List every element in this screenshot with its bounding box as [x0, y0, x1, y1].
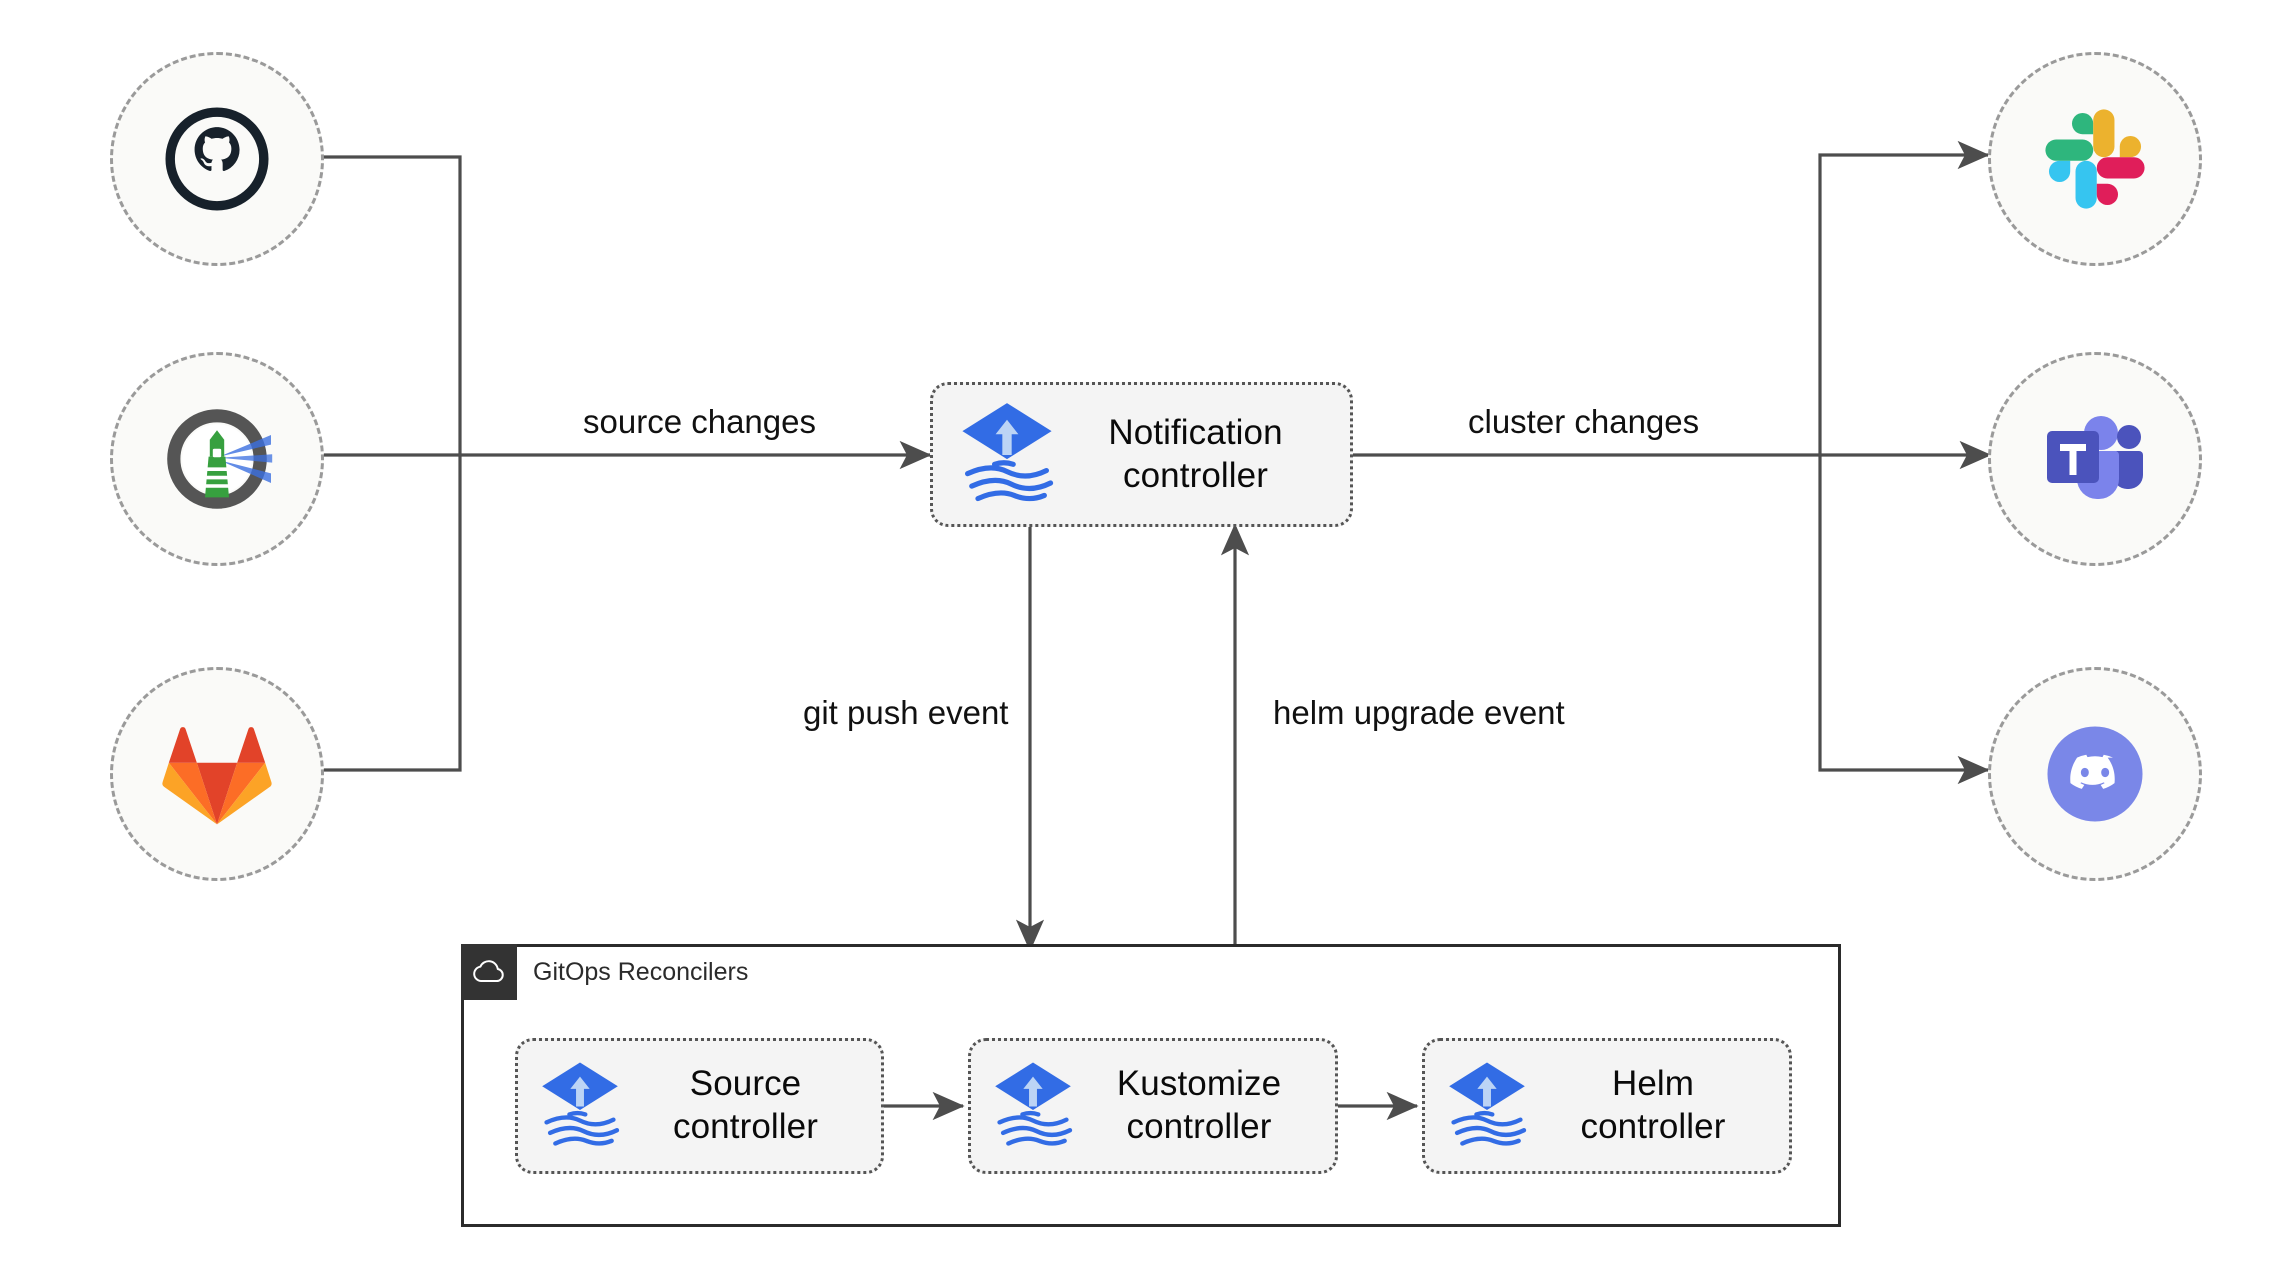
destination-node-slack[interactable]	[1988, 52, 2202, 266]
discord-icon	[2047, 726, 2143, 822]
gitops-reconcilers-title: GitOps Reconcilers	[533, 957, 749, 986]
helm-controller-label: Helm controller	[1531, 1063, 1775, 1148]
edge-label-git-push-event: git push event	[803, 694, 1009, 731]
kustomize-controller-line1: Kustomize	[1116, 1064, 1282, 1104]
edge-label-helm-upgrade-event: helm upgrade event	[1273, 694, 1565, 731]
notification-controller-node[interactable]: Notification controller	[930, 382, 1353, 527]
source-controller-node[interactable]: Source controller	[515, 1038, 884, 1174]
gitlab-icon	[162, 727, 272, 825]
source-node-github[interactable]	[110, 52, 324, 266]
source-controller-line1: Source	[689, 1064, 802, 1104]
flux-icon	[542, 1062, 620, 1146]
source-controller-line2: controller	[673, 1107, 818, 1146]
lighthouse-icon	[167, 409, 273, 509]
destination-node-teams[interactable]	[1988, 352, 2202, 566]
destination-node-discord[interactable]	[1988, 667, 2202, 881]
edge-label-cluster-changes: cluster changes	[1468, 403, 1700, 440]
source-node-gitlab[interactable]	[110, 667, 324, 881]
flux-icon	[995, 1062, 1073, 1146]
edge-to-discord	[1818, 455, 1990, 785]
flux-icon	[962, 402, 1054, 501]
notification-controller-label: Notification controller	[1059, 412, 1332, 497]
kustomize-controller-label: Kustomize controller	[1077, 1063, 1321, 1148]
source-controller-label: Source controller	[624, 1063, 867, 1148]
slack-icon	[2045, 109, 2145, 209]
helm-controller-line2: controller	[1580, 1107, 1726, 1146]
flux-icon	[1449, 1062, 1527, 1146]
gitops-reconcilers-header: GitOps Reconcilers	[461, 944, 748, 1000]
notification-controller-line1: Notification	[1108, 412, 1283, 452]
notification-controller-line2: controller	[1123, 455, 1268, 495]
cloud-icon	[461, 944, 517, 1000]
microsoft-teams-icon	[2047, 416, 2143, 499]
edge-to-slack	[1818, 140, 1990, 455]
kustomize-controller-node[interactable]: Kustomize controller	[968, 1038, 1338, 1174]
kustomize-controller-line2: controller	[1126, 1107, 1272, 1146]
github-icon	[165, 107, 269, 211]
source-node-lighthouse[interactable]	[110, 352, 324, 566]
edge-label-source-changes: source changes	[583, 403, 816, 440]
helm-controller-node[interactable]: Helm controller	[1422, 1038, 1792, 1174]
helm-controller-line1: Helm	[1611, 1064, 1695, 1104]
